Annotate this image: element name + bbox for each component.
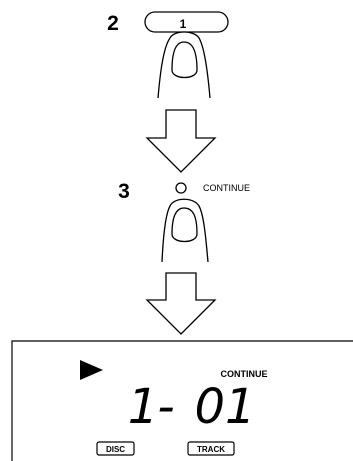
number-key: 1 [144,11,229,33]
step-3: 3 CONTINUE [118,180,250,263]
continue-button [175,182,187,194]
continue-button-label: CONTINUE [203,183,250,193]
display-frame [11,340,353,461]
track-tag: TRACK [187,441,235,456]
pressing-finger-icon [161,198,209,263]
track-tag-label: TRACK [197,445,225,454]
disc-tag-label: DISC [106,445,125,454]
step-2: 2 1 [107,11,229,99]
play-triangle-icon [80,360,103,380]
disc-digit: 1 [128,379,159,435]
separator-segment: - [157,379,174,435]
disc-tag: DISC [96,441,135,456]
down-arrow-icon [145,272,217,335]
pressing-finger-icon [157,31,211,99]
step-number: 2 [107,12,119,35]
number-key-label: 1 [180,17,187,31]
step-number: 3 [118,180,130,203]
down-arrow-icon [145,109,217,173]
lcd-display: CONTINUE 1 - 01 DISC TRACK [11,340,353,461]
track-digits: 01 [194,379,255,435]
continue-indicator: CONTINUE [221,369,268,379]
